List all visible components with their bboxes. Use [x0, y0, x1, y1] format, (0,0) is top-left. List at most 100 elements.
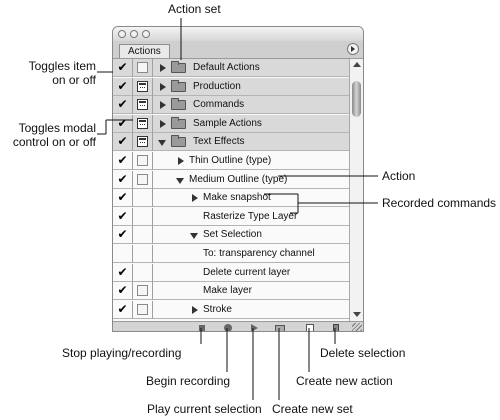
modal-dialog-icon	[137, 99, 148, 111]
toggle-item-cell[interactable]: ✔	[113, 189, 133, 208]
row-label: Rasterize Type Layer	[203, 210, 298, 222]
callout-stop-playing: Stop playing/recording	[62, 346, 182, 360]
toggle-modal-cell[interactable]	[133, 263, 153, 282]
disclosure-down-icon[interactable]	[158, 140, 166, 147]
new-set-button[interactable]	[273, 323, 287, 331]
trash-icon	[333, 324, 339, 331]
toggle-modal-cell[interactable]	[133, 59, 153, 77]
disclosure-right-icon[interactable]	[160, 82, 166, 91]
action-set-row[interactable]: ✔Production	[113, 77, 349, 96]
toggle-item-cell[interactable]: ✔	[113, 96, 133, 115]
row-label: Delete current layer	[203, 266, 291, 278]
disclosure-right-icon[interactable]	[160, 119, 166, 128]
callout-create-new-action: Create new action	[296, 374, 393, 388]
stop-button[interactable]	[195, 323, 209, 331]
scrollbar[interactable]	[349, 59, 363, 321]
toggle-modal-cell[interactable]	[133, 77, 153, 96]
toggle-modal-cell[interactable]	[133, 245, 153, 263]
checkmark-icon: ✔	[117, 97, 128, 112]
actions-palette: Actions ✔Default Actions✔Production✔Comm…	[112, 26, 364, 332]
row-label: Make layer	[203, 285, 252, 297]
command-row[interactable]: ✔ Make snapshot	[113, 189, 349, 208]
disclosure-right-icon[interactable]	[192, 194, 198, 203]
tab-actions[interactable]: Actions	[119, 44, 170, 58]
toggle-item-cell[interactable]: ✔	[113, 59, 133, 77]
toggle-item-cell[interactable]: ✔	[113, 207, 133, 226]
action-set-row[interactable]: ✔ Sample Actions	[113, 114, 349, 133]
scroll-up-icon[interactable]	[353, 62, 361, 67]
callout-toggles-modal: Toggles modal control on or off	[0, 121, 96, 149]
delete-button[interactable]	[329, 323, 343, 331]
toggle-modal-cell[interactable]	[133, 152, 153, 170]
close-window-button[interactable]	[118, 30, 126, 38]
toggle-modal-cell[interactable]	[133, 226, 153, 245]
palette-titlebar[interactable]	[113, 27, 363, 41]
toggle-modal-cell[interactable]	[133, 133, 153, 152]
disclosure-right-icon[interactable]	[160, 101, 166, 110]
palette-menu-button[interactable]	[347, 43, 359, 55]
command-row[interactable]: ✔ Delete current layer	[113, 263, 349, 282]
new-set-icon	[275, 325, 285, 331]
toggle-item-cell[interactable]: ✔	[113, 226, 133, 245]
toggle-modal-cell[interactable]	[133, 189, 153, 208]
command-row[interactable]: To: transparency channel	[113, 245, 349, 263]
row-label: Thin Outline (type)	[189, 155, 272, 166]
callout-begin-recording: Begin recording	[146, 374, 231, 388]
toggle-modal-cell[interactable]	[133, 114, 153, 133]
disclosure-right-icon[interactable]	[160, 64, 166, 72]
toggle-item-cell[interactable]: ✔	[113, 170, 133, 189]
toggle-modal-cell[interactable]	[133, 282, 153, 301]
folder-icon	[171, 116, 186, 129]
folder-icon	[171, 79, 186, 92]
play-button[interactable]	[247, 323, 261, 331]
command-row[interactable]: ✔ Rasterize Type Layer	[113, 207, 349, 226]
resize-grip-icon[interactable]	[352, 323, 362, 331]
disclosure-down-icon[interactable]	[176, 177, 184, 184]
toggle-item-cell[interactable]: ✔	[113, 263, 133, 282]
modal-dialog-icon	[137, 173, 148, 185]
checkmark-icon: ✔	[117, 227, 128, 242]
action-set-row[interactable]: ✔Default Actions	[113, 59, 349, 77]
action-set-row[interactable]: ✔ Text Effects	[113, 133, 349, 152]
toggle-item-cell[interactable]: ✔	[113, 133, 133, 152]
folder-icon	[171, 135, 186, 148]
disclosure-right-icon[interactable]	[192, 305, 198, 314]
row-label: Make snapshot	[203, 192, 271, 204]
checkmark-icon: ✔	[117, 283, 128, 298]
zoom-window-button[interactable]	[142, 30, 150, 38]
row-label: Sample Actions	[193, 117, 262, 129]
scroll-down-icon[interactable]	[353, 312, 361, 317]
folder-icon	[171, 98, 186, 111]
toggle-modal-cell[interactable]	[133, 207, 153, 226]
toggle-modal-cell[interactable]	[133, 170, 153, 189]
action-set-row[interactable]: ✔Commands	[113, 96, 349, 115]
callout-delete-selection: Delete selection	[320, 346, 406, 360]
command-row[interactable]: ✔ Stroke	[113, 300, 349, 319]
toggle-modal-cell[interactable]	[133, 300, 153, 319]
disclosure-down-icon[interactable]	[190, 233, 198, 240]
action-row[interactable]: ✔Medium Outline (type)	[113, 170, 349, 189]
checkmark-icon: ✔	[117, 301, 128, 316]
modal-dialog-icon	[137, 117, 148, 129]
toggle-item-cell[interactable]: ✔	[113, 114, 133, 133]
new-action-button[interactable]	[303, 323, 317, 331]
scroll-thumb[interactable]	[352, 81, 361, 117]
toggle-item-cell[interactable]: ✔	[113, 152, 133, 170]
play-icon	[251, 324, 258, 331]
command-row[interactable]: ✔Set Selection	[113, 226, 349, 245]
toggle-item-cell[interactable]: ✔	[113, 282, 133, 301]
toggle-modal-cell[interactable]	[133, 96, 153, 115]
command-row[interactable]: ✔ Make layer	[113, 282, 349, 301]
record-button[interactable]	[221, 323, 235, 331]
row-label: Stroke	[203, 303, 232, 315]
minimize-window-button[interactable]	[130, 30, 138, 38]
action-row[interactable]: ✔ Thin Outline (type)	[113, 152, 349, 170]
row-label: Text Effects	[193, 136, 245, 148]
toggle-item-cell[interactable]: ✔	[113, 300, 133, 319]
checkmark-icon: ✔	[117, 153, 128, 167]
disclosure-right-icon[interactable]	[178, 157, 184, 165]
toggle-item-cell[interactable]: ✔	[113, 77, 133, 96]
actions-list: ✔Default Actions✔Production✔Commands✔Sam…	[113, 59, 349, 321]
callout-toggles-item-line1: Toggles item	[28, 59, 96, 73]
toggle-item-cell[interactable]	[113, 245, 133, 263]
